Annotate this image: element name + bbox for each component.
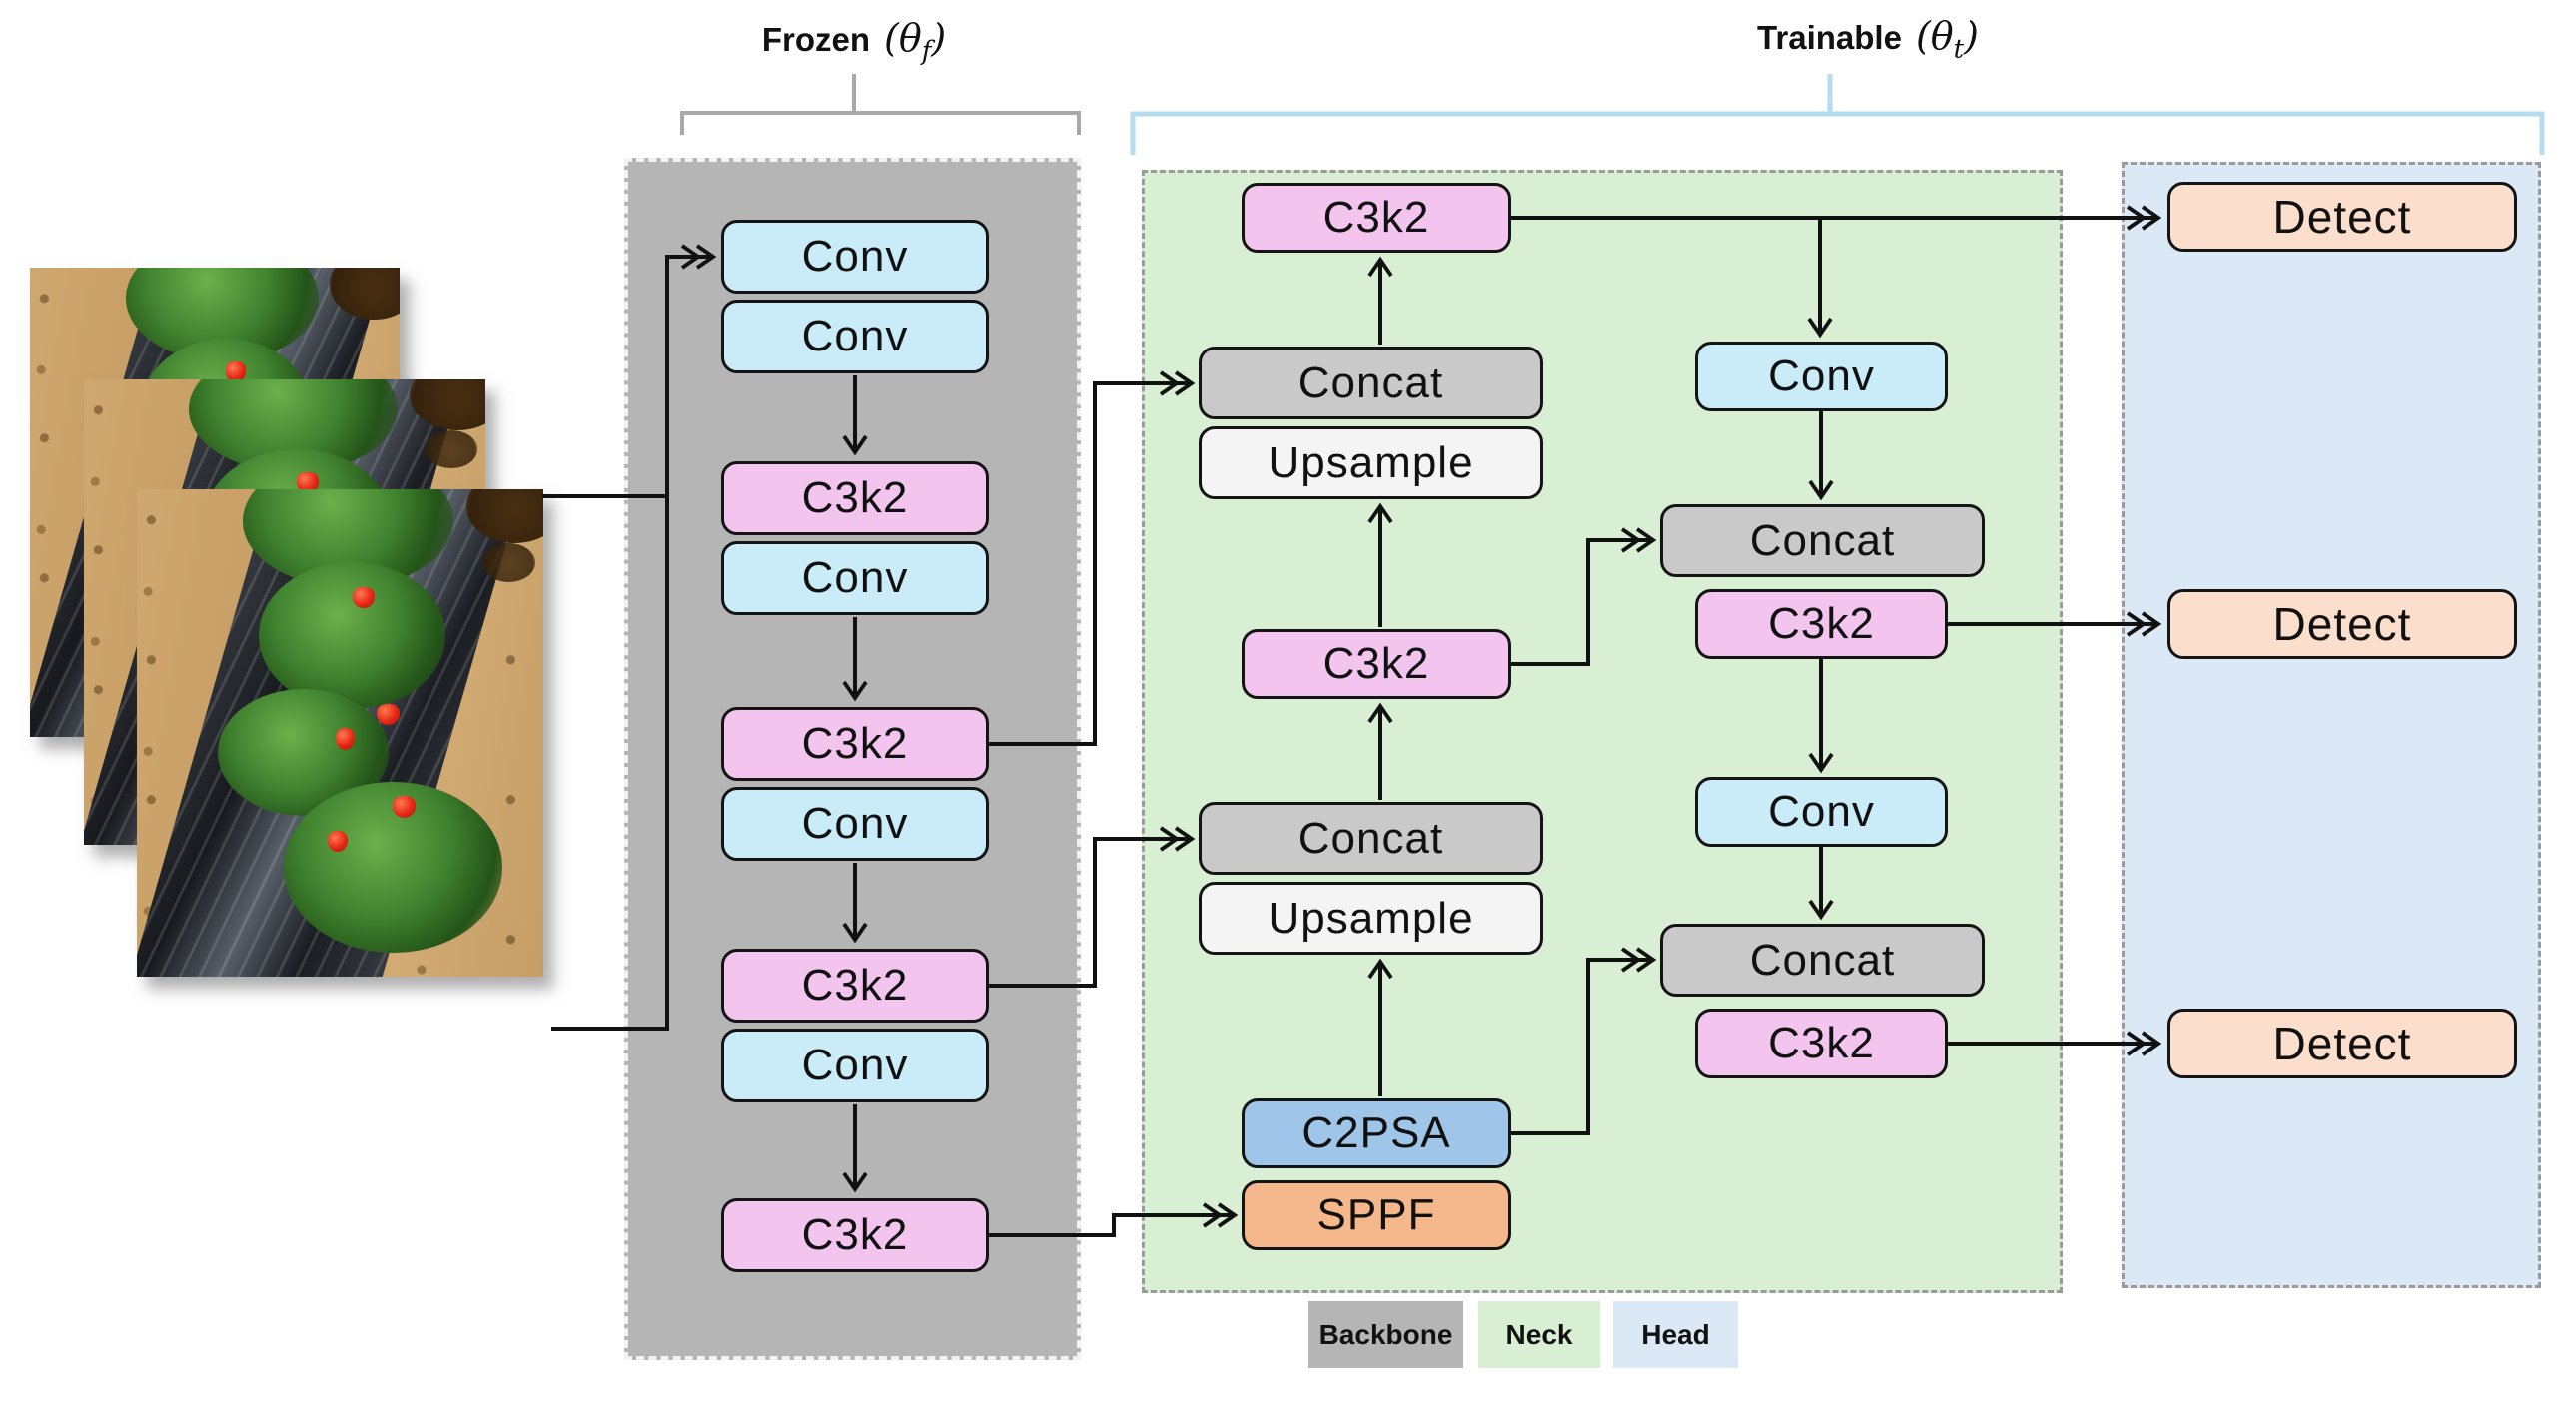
block-label: C3k2 bbox=[801, 961, 909, 1010]
soil-blob bbox=[481, 542, 535, 582]
backbone-conv-1: Conv bbox=[721, 220, 989, 294]
backbone-conv-3: Conv bbox=[721, 541, 989, 615]
backbone-c3k2-2: C3k2 bbox=[721, 707, 989, 781]
neck-concat-1: Concat bbox=[1199, 347, 1543, 419]
backbone-c3k2-4: C3k2 bbox=[721, 1198, 989, 1272]
neck-c3k2-r1: C3k2 bbox=[1695, 589, 1948, 659]
frozen-bracket-label: Frozen(θf) bbox=[761, 16, 947, 67]
neck-concat-r2: Concat bbox=[1660, 924, 1985, 997]
block-label: Concat bbox=[1297, 357, 1444, 407]
frozen-bracket bbox=[680, 111, 1081, 135]
strawberry bbox=[352, 586, 376, 609]
block-label: Conv bbox=[801, 553, 909, 602]
neck-concat-2: Concat bbox=[1199, 802, 1543, 875]
neck-c2psa: C2PSA bbox=[1242, 1098, 1511, 1168]
strawberry bbox=[393, 796, 416, 818]
neck-concat-r1: Concat bbox=[1660, 504, 1985, 577]
block-label: C3k2 bbox=[801, 719, 909, 768]
strawberry bbox=[328, 830, 348, 853]
strawberry bbox=[297, 472, 320, 493]
block-label: Conv bbox=[801, 799, 909, 848]
legend-label: Head bbox=[1641, 1318, 1710, 1350]
neck-upsample-2: Upsample bbox=[1199, 882, 1543, 955]
backbone-conv-4: Conv bbox=[721, 787, 989, 861]
block-label: Conv bbox=[1768, 351, 1875, 400]
neck-conv-r1: Conv bbox=[1695, 342, 1948, 411]
block-label: C3k2 bbox=[801, 1210, 909, 1259]
legend-head: Head bbox=[1613, 1301, 1738, 1368]
block-label: Upsample bbox=[1268, 437, 1474, 487]
head-detect-3: Detect bbox=[2167, 1009, 2517, 1078]
trainable-bracket-label: Trainable(θt) bbox=[1757, 14, 1979, 65]
legend-backbone: Backbone bbox=[1308, 1301, 1463, 1368]
legend-label: Backbone bbox=[1318, 1318, 1453, 1350]
block-label: Conv bbox=[801, 232, 909, 281]
legend-neck: Neck bbox=[1478, 1301, 1600, 1368]
block-label: Detect bbox=[2272, 191, 2412, 243]
block-label: Conv bbox=[801, 312, 909, 360]
head-region bbox=[2122, 162, 2541, 1288]
legend-label: Neck bbox=[1505, 1318, 1573, 1350]
neck-sppf: SPPF bbox=[1242, 1180, 1511, 1250]
input-image-front bbox=[137, 489, 543, 977]
head-detect-1: Detect bbox=[2167, 182, 2517, 252]
block-label: C3k2 bbox=[1322, 193, 1430, 242]
block-label: Upsample bbox=[1268, 893, 1474, 943]
block-label: Detect bbox=[2272, 1018, 2412, 1069]
neck-c3k2-r2: C3k2 bbox=[1695, 1009, 1948, 1078]
block-label: Conv bbox=[801, 1041, 909, 1089]
block-label: Detect bbox=[2272, 598, 2412, 650]
soil-blob bbox=[425, 430, 477, 468]
plant-bush bbox=[259, 562, 446, 709]
head-detect-2: Detect bbox=[2167, 589, 2517, 659]
block-label: C3k2 bbox=[801, 473, 909, 522]
strawberry bbox=[377, 703, 400, 726]
neck-c3k2-top: C3k2 bbox=[1242, 183, 1511, 253]
neck-c3k2-mid: C3k2 bbox=[1242, 629, 1511, 699]
backbone-conv-5: Conv bbox=[721, 1029, 989, 1102]
plant-bush bbox=[283, 781, 503, 953]
block-label: C3k2 bbox=[1322, 639, 1430, 688]
block-label: Concat bbox=[1297, 813, 1444, 863]
block-label: C2PSA bbox=[1301, 1108, 1451, 1157]
trainable-bracket bbox=[1130, 111, 2545, 155]
backbone-c3k2-1: C3k2 bbox=[721, 461, 989, 535]
block-label: SPPF bbox=[1316, 1190, 1436, 1239]
block-label: C3k2 bbox=[1768, 599, 1875, 648]
backbone-c3k2-3: C3k2 bbox=[721, 949, 989, 1023]
neck-conv-r2: Conv bbox=[1695, 777, 1948, 847]
backbone-conv-2: Conv bbox=[721, 300, 989, 373]
block-label: Conv bbox=[1768, 787, 1875, 836]
trainable-label-text: Trainable bbox=[1757, 19, 1902, 56]
block-label: Concat bbox=[1749, 935, 1896, 985]
frozen-label-text: Frozen bbox=[761, 21, 870, 58]
block-label: C3k2 bbox=[1768, 1019, 1875, 1067]
block-label: Concat bbox=[1749, 515, 1896, 565]
neck-upsample-1: Upsample bbox=[1199, 426, 1543, 499]
strawberry bbox=[226, 361, 247, 382]
strawberry bbox=[336, 728, 355, 750]
